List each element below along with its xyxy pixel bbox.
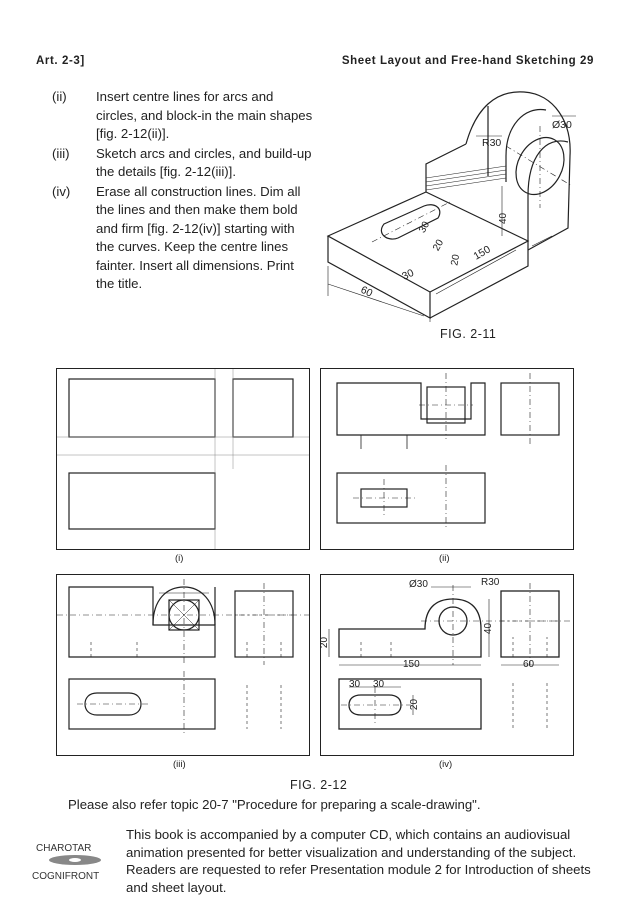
logo-top-text: CHAROTAR xyxy=(36,843,91,854)
dim-thickness: 20 xyxy=(449,253,462,266)
dim-slot-b: 30 xyxy=(373,679,385,690)
publisher-logo: CHAROTAR COGNIFRONT xyxy=(32,843,101,882)
dim-length: 150 xyxy=(472,243,493,262)
dim-width: 60 xyxy=(359,284,375,300)
running-head-left: Art. 2-3] xyxy=(36,55,85,67)
panel-i: (i) xyxy=(56,368,310,564)
step-text: Sketch arcs and circles, and build-up th… xyxy=(96,145,312,180)
figure-caption: FIG. 2-11 xyxy=(440,327,497,341)
dim-diameter: Ø30 xyxy=(409,579,428,590)
step-item: (iv) Erase all construction lines. Dim al… xyxy=(52,183,314,294)
panel-label: (ii) xyxy=(439,553,450,564)
figure-caption: FIG. 2-12 xyxy=(290,778,348,792)
step-number: (iii) xyxy=(52,145,70,161)
panel-label: (iv) xyxy=(439,759,453,770)
dim-h40: 40 xyxy=(483,622,495,635)
dim-slot-width: 20 xyxy=(431,237,446,253)
step-item: (iii) Sketch arcs and circles, and build-… xyxy=(52,145,314,182)
dim-offset: 30 xyxy=(400,267,416,283)
dim-width: 60 xyxy=(523,659,535,670)
step-item: (ii) Insert centre lines for arcs and cir… xyxy=(52,88,314,144)
panel-iv: Ø30 R30 20 40 150 60 30 30 20 (iv) xyxy=(319,574,574,770)
dim-h20: 20 xyxy=(319,636,331,649)
reference-note: Please also refer topic 20-7 "Procedure … xyxy=(68,797,481,812)
step-text: Insert centre lines for arcs and circles… xyxy=(96,89,313,141)
dim-slot-a: 30 xyxy=(349,679,361,690)
panel-ii: (ii) xyxy=(320,368,574,564)
panel-label: (iii) xyxy=(173,759,186,770)
panel-iii: (iii) xyxy=(56,574,310,770)
cd-note: This book is accompanied by a computer C… xyxy=(126,827,591,895)
isometric-drawing: Ø30 R30 40 30 20 20 150 30 60 xyxy=(326,91,576,322)
step-number: (ii) xyxy=(52,89,67,104)
running-head-right: Sheet Layout and Free-hand Sketching 29 xyxy=(341,55,594,67)
dim-radius: R30 xyxy=(481,577,500,588)
logo-bottom-text: COGNIFRONT xyxy=(32,871,99,882)
dim-radius: R30 xyxy=(482,137,501,149)
procedure-steps: (ii) Insert centre lines for arcs and cir… xyxy=(52,88,314,295)
dim-length: 150 xyxy=(403,659,420,670)
panel-label: (i) xyxy=(175,553,184,564)
dim-slot-length: 30 xyxy=(417,219,432,235)
step-number: (iv) xyxy=(52,183,71,199)
step-text: Erase all construction lines. Dim all th… xyxy=(96,183,301,292)
dim-diameter: Ø30 xyxy=(552,119,572,131)
dim-height: 40 xyxy=(498,212,509,224)
dim-slot-width: 20 xyxy=(409,698,421,711)
